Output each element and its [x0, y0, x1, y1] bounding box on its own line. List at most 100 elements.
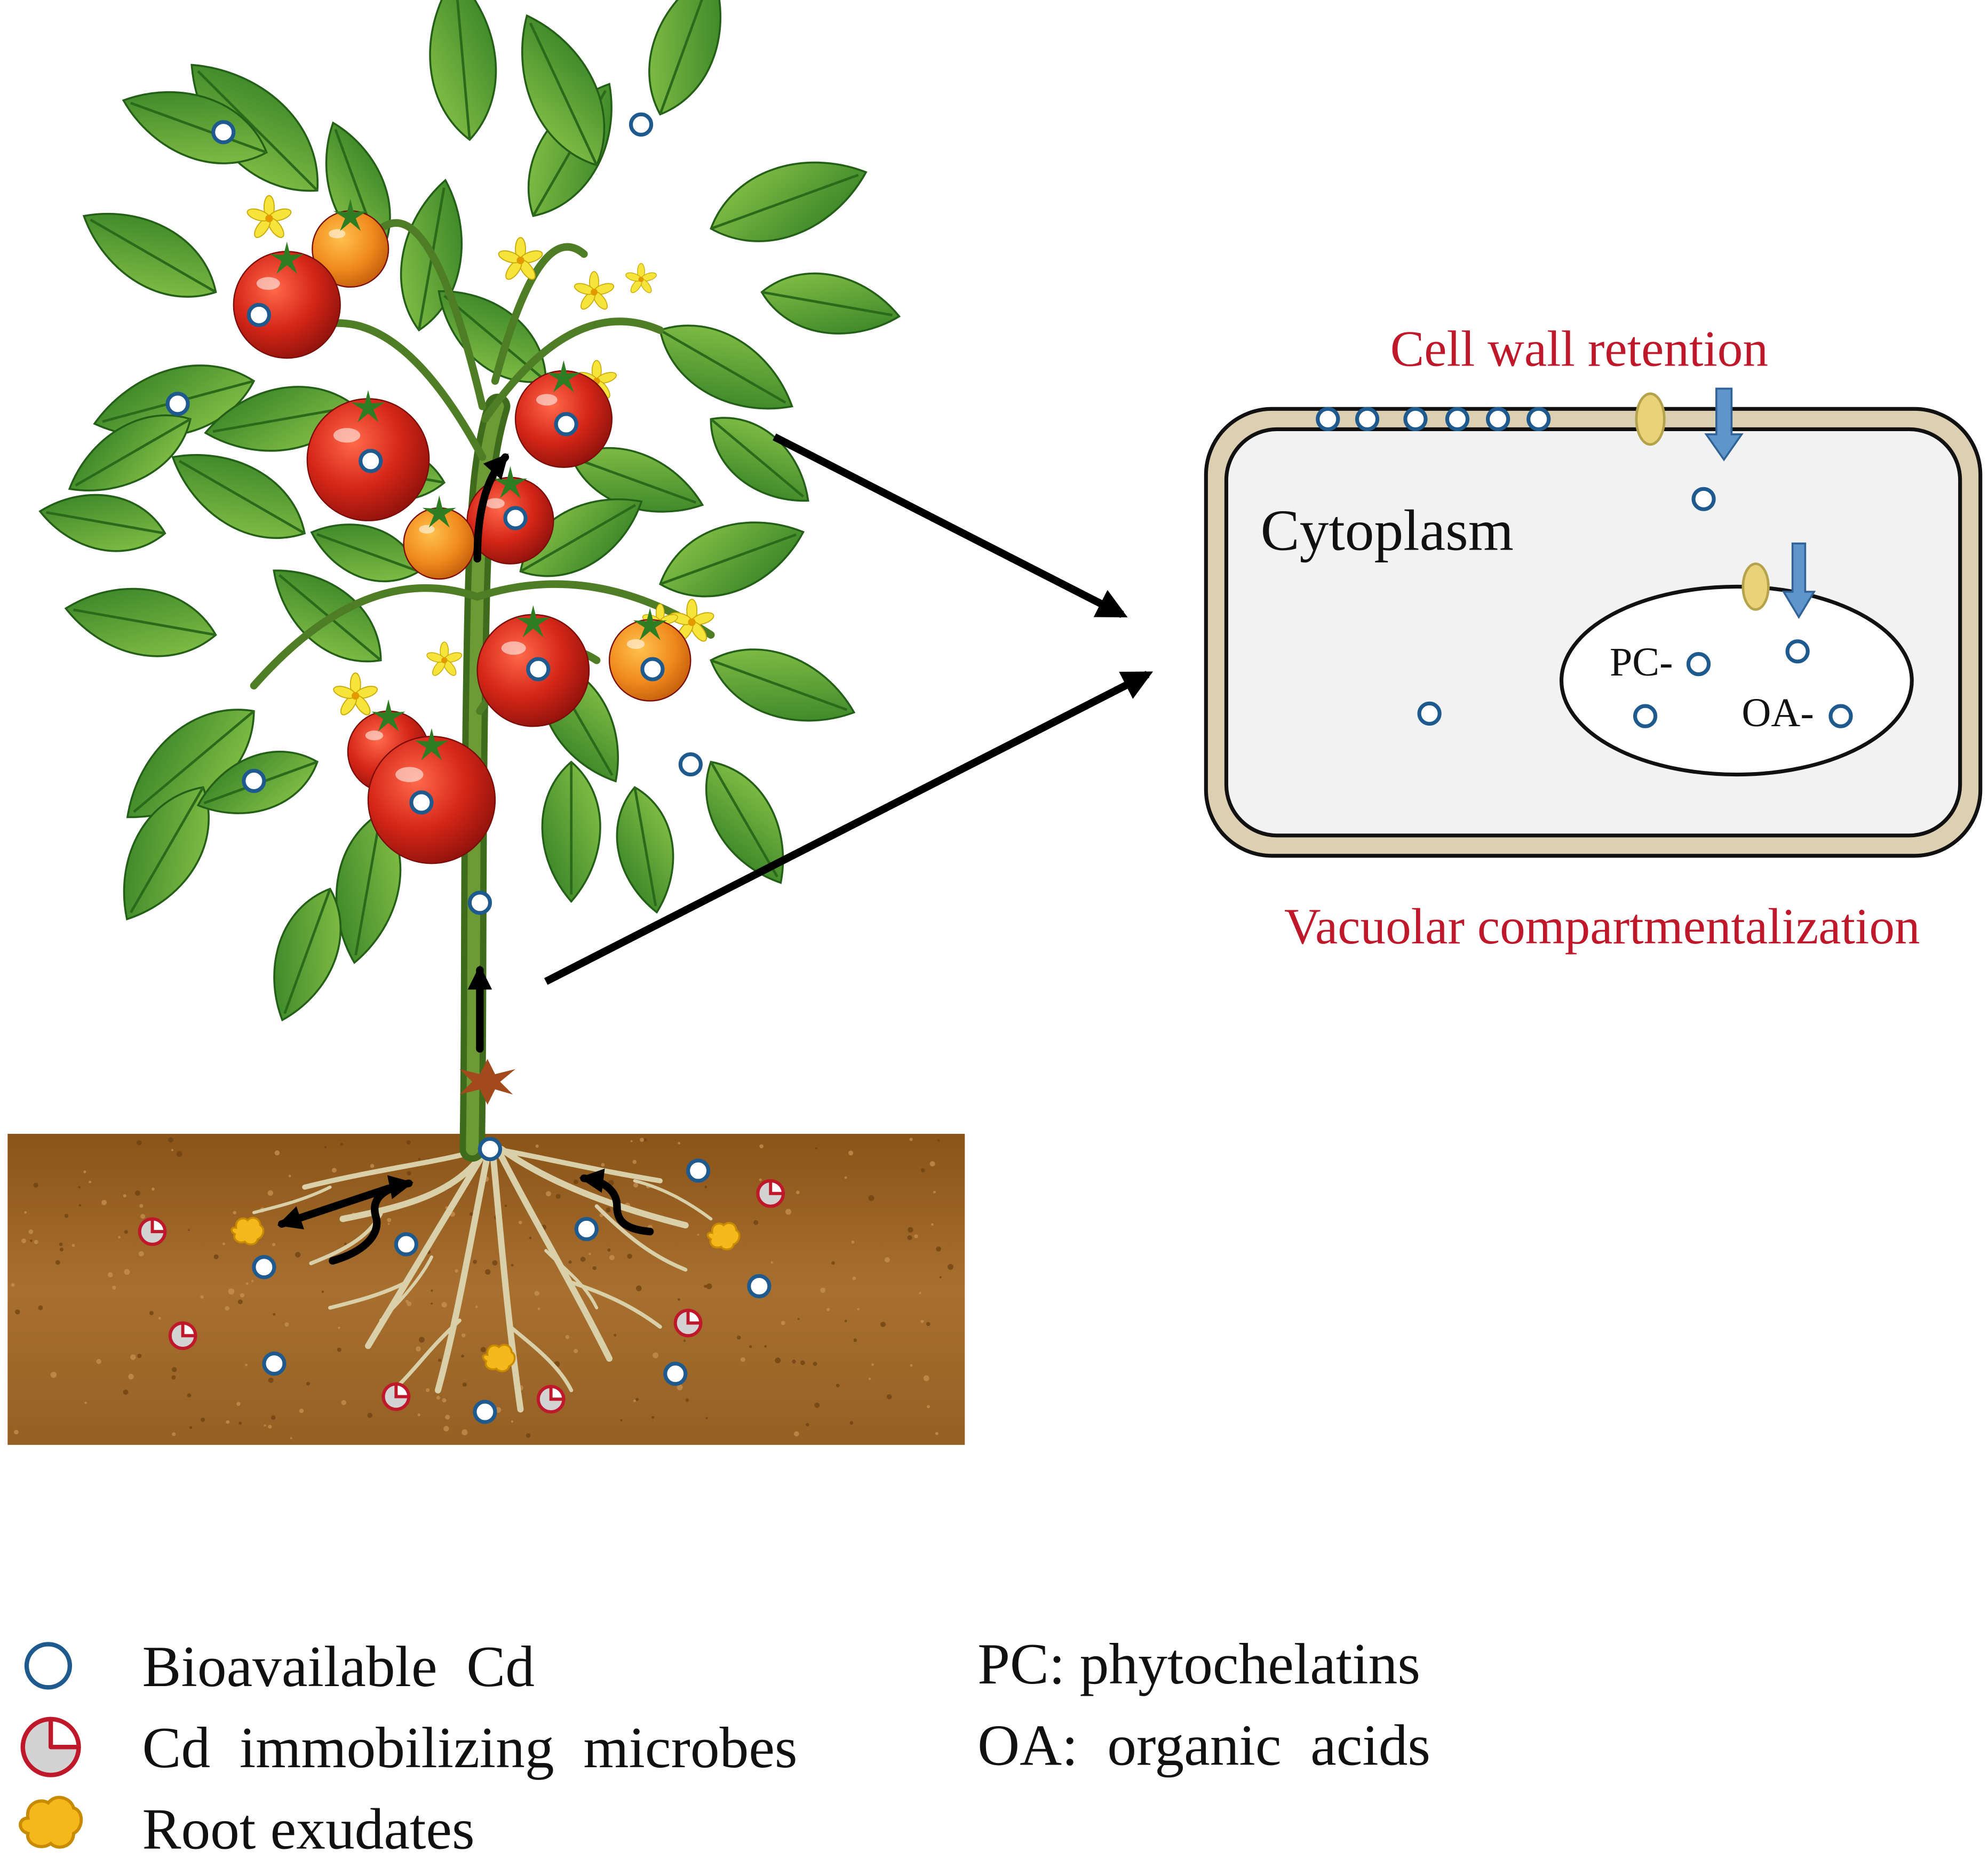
tomato-calyx — [633, 608, 667, 640]
soil-speck — [299, 1408, 304, 1413]
soil-speck — [370, 1164, 375, 1168]
leaf — [659, 324, 793, 410]
tomato-fruits — [165, 112, 703, 1162]
soil-speck — [632, 1159, 637, 1164]
soil-speck — [251, 1280, 254, 1282]
soil-speck — [927, 1405, 930, 1409]
oa-label: OA- — [1742, 690, 1814, 735]
soil-speck — [15, 1309, 20, 1315]
soil-speck — [770, 1261, 773, 1264]
soil-speck — [534, 1291, 539, 1296]
tomato-calyx — [516, 605, 550, 638]
tomato-calyx — [270, 242, 304, 274]
soil-speck — [526, 1433, 531, 1438]
cd-ion-icon — [554, 412, 578, 436]
soil-speck — [455, 1269, 458, 1273]
soil-speck — [306, 1381, 311, 1386]
soil-speck — [907, 1235, 912, 1241]
soil-speck — [139, 1204, 144, 1208]
soil-speck — [606, 1207, 611, 1213]
soil-speck — [238, 1421, 242, 1425]
soil-speck — [923, 1375, 929, 1381]
root-exudate-icon — [706, 1222, 741, 1251]
soil-speck — [14, 1429, 19, 1435]
cd-ion-icon — [1355, 407, 1380, 432]
soil-speck — [228, 1288, 235, 1295]
tomato-calyx — [422, 495, 456, 528]
soil-speck — [431, 1289, 433, 1292]
soil-speck — [704, 1186, 707, 1188]
abbreviation-oa: OA: organic acids — [977, 1712, 1430, 1777]
soil-speck — [295, 1252, 301, 1258]
soil-speck — [101, 1199, 107, 1205]
soil-speck — [919, 1292, 921, 1294]
soil-speck — [128, 1373, 134, 1380]
soil-speck — [124, 1230, 128, 1234]
plant-cd-ions — [165, 112, 703, 1162]
soil-speck — [831, 1261, 835, 1265]
soil-speck — [341, 1400, 347, 1405]
leaf — [122, 91, 268, 164]
soil-speck — [914, 1234, 918, 1238]
soil-speck — [272, 1243, 276, 1246]
cd-ion-icon — [1445, 407, 1470, 432]
soil-speck — [331, 1167, 337, 1173]
leaf — [648, 0, 722, 116]
leaf — [616, 786, 674, 914]
plant-transport-arrows — [277, 453, 654, 1265]
soil-speck — [407, 1171, 411, 1175]
leaf — [190, 63, 319, 192]
root-system — [252, 1146, 713, 1413]
microbe-icon — [381, 1382, 411, 1411]
soil-speck — [705, 1417, 708, 1419]
legend-item-bioavailable-cd: Bioavailable Cd — [24, 1634, 535, 1699]
soil-speck — [759, 1144, 764, 1149]
leaf — [68, 414, 192, 491]
leaf — [64, 587, 217, 657]
soil-speck — [555, 1194, 561, 1199]
cd-ion-icon — [252, 1255, 276, 1280]
soil-speck — [84, 1401, 87, 1404]
soil-speck — [869, 1378, 871, 1380]
stem-injury-mark — [459, 1059, 515, 1105]
microbe-icon — [756, 1179, 785, 1208]
cd-ion-icon — [409, 790, 434, 815]
tomato-foliage — [38, 0, 901, 1022]
soil-speck — [288, 1174, 291, 1178]
soil-speck — [683, 1339, 686, 1342]
tomato-fruit — [312, 198, 389, 288]
branch — [491, 243, 588, 385]
soil-speck — [511, 1420, 513, 1423]
soil-speck — [340, 1142, 344, 1146]
soil-speck — [781, 1321, 785, 1325]
soil-speck — [936, 1246, 941, 1252]
soil-speck — [431, 1302, 433, 1305]
soil-speck — [462, 1382, 467, 1387]
soil-speck — [759, 1178, 762, 1181]
soil-speck — [678, 1298, 680, 1301]
soil-speck — [749, 1345, 752, 1348]
stem-to-cell-arrow — [544, 671, 1154, 985]
soil-speck — [78, 1186, 81, 1189]
soil-speck — [826, 1308, 830, 1312]
cd-ion-icon — [359, 449, 383, 473]
leaf — [273, 887, 342, 1022]
leaf — [310, 523, 420, 583]
red-pacman-icon — [20, 1717, 81, 1777]
cd-ion-icon — [165, 392, 190, 416]
soil-speck — [30, 1239, 33, 1242]
soil-speck — [706, 1283, 712, 1290]
soil-speck — [853, 1338, 857, 1342]
soil-speck — [338, 1326, 340, 1329]
root-uptake-arrow-left — [329, 1175, 414, 1265]
soil-speck — [134, 1190, 140, 1196]
soil-speck — [868, 1195, 874, 1201]
soil-speck — [592, 1266, 597, 1270]
soil-speck — [462, 1429, 468, 1435]
legend-item-root-exudates: Root exudates — [19, 1796, 475, 1859]
leaf — [570, 447, 704, 513]
soil-speck — [168, 1137, 174, 1143]
microbe-icon — [536, 1385, 566, 1413]
soil-speck — [580, 1257, 586, 1262]
